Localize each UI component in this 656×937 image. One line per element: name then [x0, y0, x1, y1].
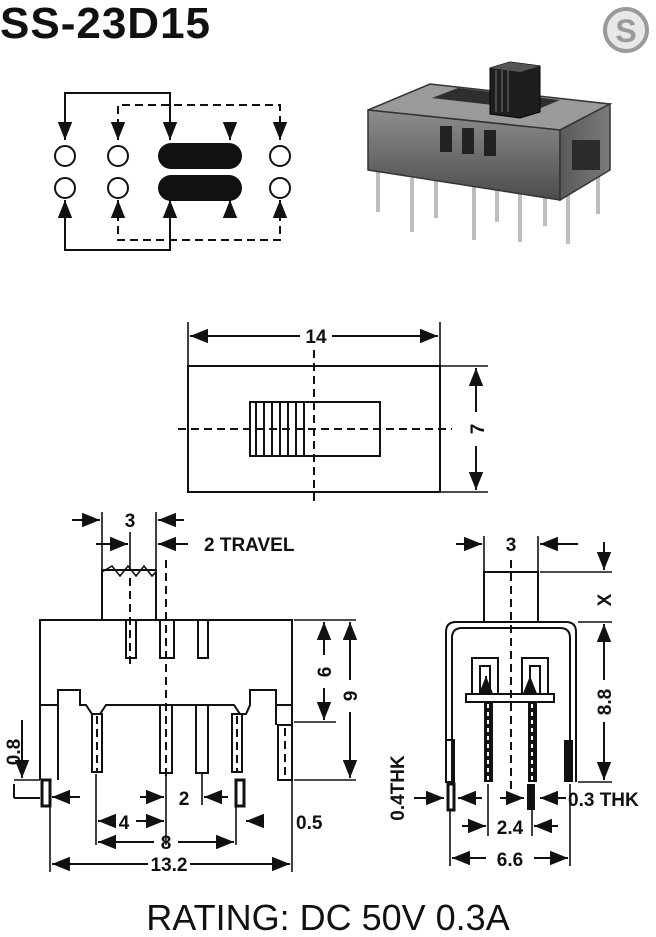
dim-0-5-label: 0.5	[296, 813, 323, 834]
contact-schematic	[54, 92, 291, 251]
thk-right-label: 0.3 THK	[568, 790, 639, 811]
dim-6-label: 6	[315, 667, 336, 678]
travel-label: 2 TRAVEL	[204, 535, 295, 556]
dim-2-4-label: 2.4	[497, 818, 524, 839]
dim-4-label: 4	[119, 813, 130, 834]
slider-bridge-bottom	[158, 175, 242, 201]
front-knob-width-label: 3	[125, 511, 136, 532]
contact-4a	[269, 145, 291, 167]
top-view: 14 7	[178, 322, 489, 504]
top-height-label: 7	[468, 424, 489, 435]
contact-4b	[269, 177, 291, 199]
brand-logo: S	[603, 7, 649, 53]
top-width-label: 14	[305, 327, 327, 348]
contact-1b	[54, 177, 76, 199]
dim-13-2-label: 13.2	[151, 855, 188, 876]
rating-text: RATING: DC 50V 0.3A	[146, 897, 509, 937]
contact-2a	[107, 145, 129, 167]
side-view: 3 X 8.8 0.4THK	[388, 535, 639, 871]
dim-6-6-label: 6.6	[497, 850, 523, 871]
contact-2b	[107, 177, 129, 199]
part-number-title: SS-23D15	[0, 0, 211, 48]
dim-2-label: 2	[179, 789, 190, 810]
dim-9-label: 9	[341, 691, 362, 702]
thk-left-label: 0.4THK	[388, 755, 409, 821]
brand-logo-letter: S	[615, 13, 636, 49]
contact-1a	[54, 145, 76, 167]
x-dim-label: X	[595, 593, 616, 606]
dim-0-8-label: 0.8	[4, 739, 25, 765]
side-knob-width-label: 3	[506, 535, 517, 556]
dim-8-8-label: 8.8	[595, 689, 616, 715]
slider-bridge-top	[158, 143, 242, 169]
product-photo	[367, 61, 613, 244]
front-view: 3 2 TRAVEL	[4, 511, 362, 876]
dim-8-label: 8	[161, 833, 172, 854]
